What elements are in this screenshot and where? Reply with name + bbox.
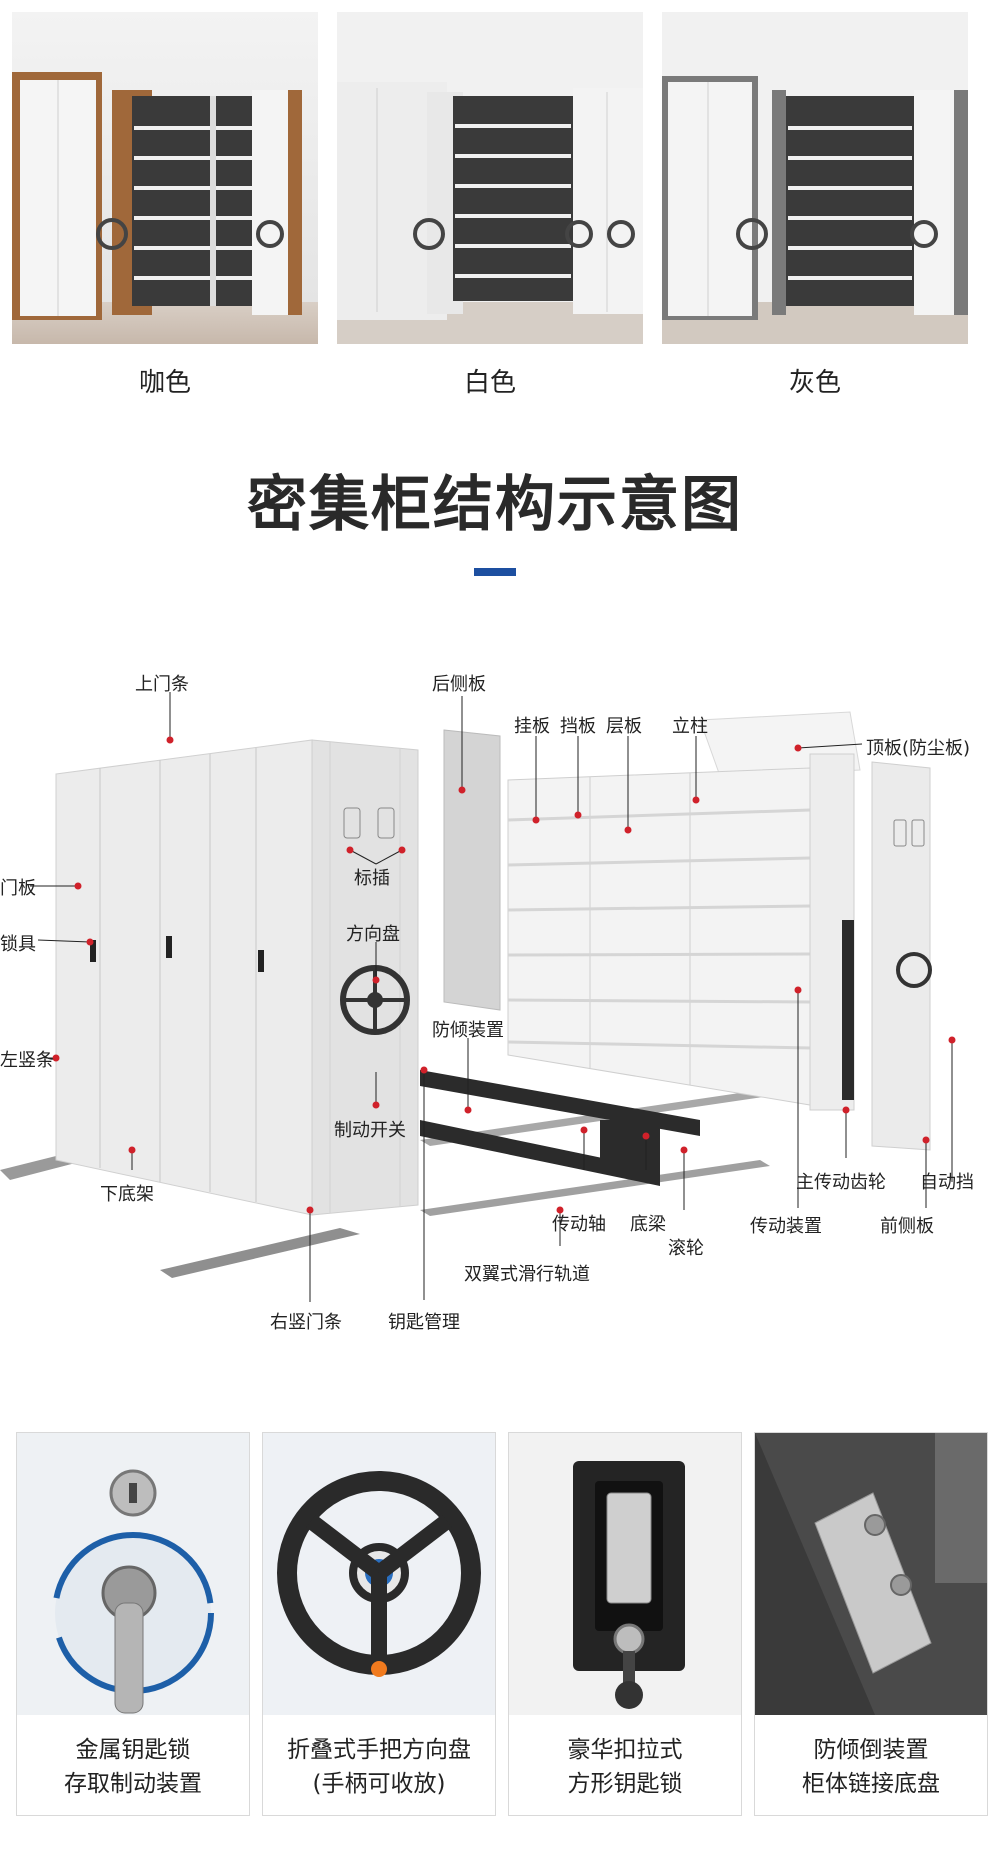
pull-lock-icon [509, 1433, 741, 1715]
feature-line2: (手柄可收放) [312, 1771, 446, 1797]
variant-label-coffee: 咖色 [138, 368, 191, 398]
feature-caption-pull-lock: 豪华扣拉式 方形钥匙锁 [509, 1733, 741, 1801]
feature-card-steering-wheel: 折叠式手把方向盘 (手柄可收放) [262, 1432, 496, 1816]
label-baffle: 挡板 [560, 716, 596, 737]
feature-line2: 存取制动装置 [64, 1771, 202, 1797]
steering-wheel-icon [263, 1433, 495, 1715]
label-transmission: 传动装置 [750, 1216, 822, 1237]
label-double-wing-rail: 双翼式滑行轨道 [464, 1264, 590, 1285]
feature-line1: 折叠式手把方向盘 [287, 1737, 471, 1763]
marker-dots [52, 736, 956, 1214]
label-drive-shaft: 传动轴 [552, 1214, 606, 1235]
label-front-side-panel: 前侧板 [880, 1216, 934, 1237]
front-side-panel [871, 761, 932, 1151]
label-bottom-frame: 下底架 [100, 1184, 154, 1205]
structure-diagram: 上门条 后侧板 顶板(防尘板) 挂板 挡板 层板 立柱 门板 标插 锁具 方向盘… [0, 650, 990, 1350]
label-lock: 锁具 [0, 934, 36, 955]
rear-side-panel-shape [443, 729, 501, 1011]
feature-line2: 柜体链接底盘 [802, 1771, 940, 1797]
label-roller: 滚轮 [668, 1238, 704, 1259]
variant-gray [662, 12, 968, 344]
key-lock-icon [17, 1433, 249, 1715]
variant-label-gray: 灰色 [788, 368, 841, 398]
variant-label-white: 白色 [463, 368, 516, 398]
feature-caption-steering-wheel: 折叠式手把方向盘 (手柄可收放) [263, 1733, 495, 1801]
feature-caption-key-lock: 金属钥匙锁 存取制动装置 [17, 1733, 249, 1801]
base-frame [420, 1070, 700, 1186]
leader-lines [30, 692, 953, 1302]
variant-white [337, 12, 643, 344]
cabinet-photo-gray [662, 12, 968, 344]
label-top-panel: 顶板(防尘板) [866, 738, 971, 759]
cabinet-photo-coffee [12, 12, 318, 344]
feature-line1: 金属钥匙锁 [75, 1737, 191, 1763]
label-key-management: 钥匙管理 [388, 1312, 460, 1333]
label-door-panel: 门板 [0, 878, 36, 899]
main-cabinet [55, 739, 419, 1216]
feature-caption-anti-tilt: 防倾倒装置 柜体链接底盘 [755, 1733, 987, 1801]
feature-card-anti-tilt: 防倾倒装置 柜体链接底盘 [754, 1432, 988, 1816]
page-title: 密集柜结构示意图 [247, 470, 743, 540]
label-left-strip: 左竖条 [0, 1050, 54, 1071]
label-bottom-beam: 底梁 [630, 1214, 666, 1235]
cabinet-photo-white [337, 12, 643, 344]
diagram-illustration [0, 692, 956, 1302]
label-steering-wheel: 方向盘 [346, 924, 400, 945]
title-underline [474, 568, 516, 576]
label-auto-stop: 自动挡 [920, 1172, 974, 1193]
feature-line2: 方形钥匙锁 [567, 1771, 683, 1797]
label-column: 立柱 [672, 716, 708, 737]
label-brake-switch: 制动开关 [334, 1120, 406, 1141]
label-shelf: 层板 [606, 716, 642, 737]
variant-coffee [12, 12, 318, 344]
label-top-door-strip: 上门条 [135, 674, 189, 695]
label-hanging-board: 挂板 [514, 716, 550, 737]
feature-card-pull-lock: 豪华扣拉式 方形钥匙锁 [508, 1432, 742, 1816]
label-label-slot: 标插 [354, 868, 390, 889]
feature-card-key-lock: 金属钥匙锁 存取制动装置 [16, 1432, 250, 1816]
label-anti-tilt: 防倾装置 [432, 1020, 504, 1041]
feature-line1: 豪华扣拉式 [567, 1737, 683, 1763]
feature-line1: 防倾倒装置 [813, 1737, 929, 1763]
label-main-gear: 主传动齿轮 [796, 1172, 886, 1193]
label-right-strip: 右竖门条 [270, 1312, 342, 1333]
anti-tilt-bracket-icon [755, 1433, 987, 1715]
label-rear-side-panel: 后侧板 [432, 674, 486, 695]
shelving-unit [507, 753, 855, 1111]
